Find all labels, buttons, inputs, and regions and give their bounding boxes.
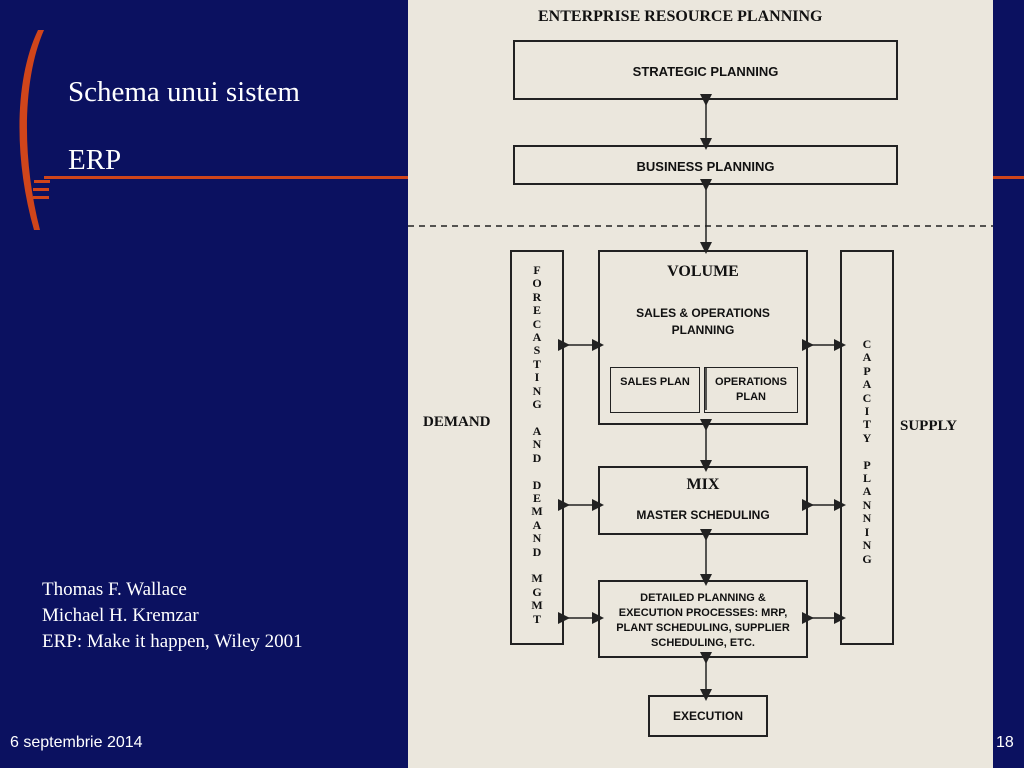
business-planning-box: BUSINESS PLANNING	[513, 145, 898, 185]
demand-label: DEMAND	[423, 414, 491, 430]
capacity-letter: P	[863, 363, 871, 378]
forecasting-letter: C	[532, 316, 542, 331]
diagram-header: ENTERPRISE RESOURCE PLANNING	[538, 8, 823, 25]
forecasting-letter: A	[532, 330, 542, 345]
capacity-letter: C	[862, 337, 872, 351]
forecasting-letter: T	[532, 356, 541, 371]
forecasting-letter: R	[532, 289, 542, 304]
sales-plan-box: SALES PLAN	[610, 367, 700, 413]
mix-label: MIX	[686, 476, 720, 493]
forecasting-letter	[528, 465, 546, 478]
capacity-letter: N	[862, 538, 872, 553]
capacity-letter: N	[862, 497, 872, 512]
supply-label: SUPPLY	[900, 418, 957, 434]
capacity-letter: I	[864, 404, 870, 419]
forecasting-letter: E	[532, 490, 541, 505]
forecasting-letter	[528, 411, 546, 424]
forecasting-letter: G	[532, 584, 542, 599]
sales-plan-label: SALES PLAN	[620, 376, 690, 388]
capacity-letter: G	[862, 551, 872, 566]
forecasting-letter: N	[532, 531, 542, 546]
forecasting-letter: N	[532, 437, 542, 452]
forecasting-letter: T	[532, 611, 541, 626]
forecasting-letter: M	[531, 571, 543, 586]
title-line-2: ERP	[68, 144, 122, 176]
capacity-letter: C	[862, 390, 872, 405]
capacity-letter: I	[864, 524, 870, 539]
detailed-planning-label: DETAILED PLANNING & EXECUTION PROCESSES:…	[616, 592, 790, 649]
capacity-letter: A	[862, 377, 872, 392]
capacity-letter: T	[862, 417, 871, 432]
slide-title: Schema unui sistem ERP	[68, 58, 398, 194]
forecasting-letter: M	[531, 504, 543, 519]
forecasting-letter: D	[532, 544, 542, 559]
sales-operations-planning-label: SALES & OPERATIONS PLANNING	[636, 306, 770, 337]
diagram-arrows	[408, 94, 993, 701]
business-planning-label: BUSINESS PLANNING	[636, 159, 775, 174]
operations-plan-box: OPERATIONS PLAN	[704, 367, 798, 413]
accent-curve-decoration	[19, 30, 50, 230]
erp-diagram: ENTERPRISE RESOURCE PLANNING STRATEGIC P…	[408, 0, 993, 768]
forecasting-letter	[528, 559, 546, 572]
forecasting-letter: D	[532, 477, 542, 492]
forecasting-letter: A	[532, 517, 542, 532]
strategic-planning-box: STRATEGIC PLANNING	[513, 40, 898, 100]
capacity-letter: L	[862, 471, 871, 486]
author-line-1: Thomas F. Wallace	[42, 579, 187, 600]
forecasting-letter: G	[532, 397, 542, 412]
capacity-letter	[858, 445, 876, 458]
page-number: 18	[996, 734, 1014, 751]
title-line-1: Schema unui sistem	[68, 76, 300, 108]
capacity-letter: Y	[862, 430, 872, 445]
forecasting-letter: I	[534, 370, 540, 385]
forecasting-letter: F	[533, 263, 541, 277]
forecasting-letter: M	[531, 598, 543, 613]
volume-label: VOLUME	[667, 263, 739, 280]
mix-box: MIX MASTER SCHEDULING	[598, 466, 808, 535]
execution-box: EXECUTION	[648, 695, 768, 737]
author-line-3: ERP: Make it happen, Wiley 2001	[42, 631, 303, 652]
author-line-2: Michael H. Kremzar	[42, 605, 199, 626]
detailed-planning-box: DETAILED PLANNING & EXECUTION PROCESSES:…	[598, 580, 808, 658]
author-citation: Thomas F. Wallace Michael H. Kremzar ERP…	[42, 577, 303, 655]
forecasting-letter: O	[532, 276, 542, 291]
forecasting-letter: A	[532, 423, 542, 438]
volume-box: VOLUME SALES & OPERATIONS PLANNING SALES…	[598, 250, 808, 425]
capacity-letter: A	[862, 350, 872, 365]
forecasting-letter: E	[532, 303, 541, 318]
operations-plan-label: OPERATIONS PLAN	[715, 376, 787, 403]
strategic-planning-label: STRATEGIC PLANNING	[632, 64, 779, 79]
execution-label: EXECUTION	[672, 709, 743, 723]
scanned-page: ENTERPRISE RESOURCE PLANNING STRATEGIC P…	[408, 0, 993, 768]
capacity-letter: P	[863, 457, 871, 472]
capacity-letter: N	[862, 511, 872, 526]
master-scheduling-label: MASTER SCHEDULING	[636, 508, 770, 522]
forecasting-letter: D	[532, 450, 542, 465]
slide-date: 6 septembrie 2014	[10, 734, 143, 751]
forecasting-letter: S	[533, 343, 541, 358]
forecasting-letter: N	[532, 383, 542, 398]
capacity-letter: A	[862, 484, 872, 499]
